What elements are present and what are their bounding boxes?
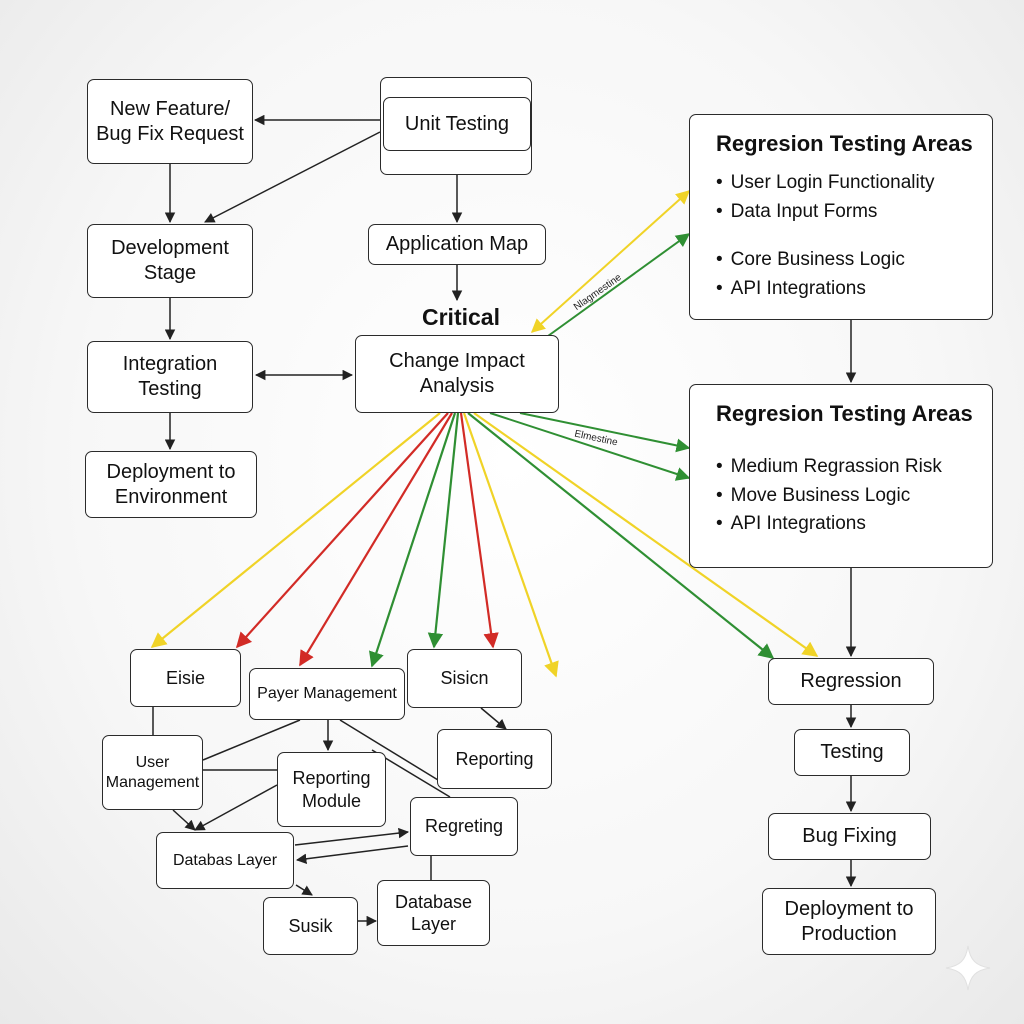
edge-fan-yellow-regression <box>473 412 819 657</box>
edge-databas-to-regreting <box>294 827 410 846</box>
edge-fan-green-sisicn <box>427 412 460 649</box>
sparkle-icon <box>945 945 991 991</box>
regression-areas-panel-top[interactable]: Regresion Testing Areas User Login Funct… <box>689 114 993 320</box>
edge-impact-to-panel-top-yellow <box>530 190 691 333</box>
payer-management-node[interactable]: Payer Management <box>249 668 405 720</box>
edge-module-to-databas <box>194 784 278 831</box>
edge-payer-to-user <box>202 719 301 761</box>
edge-fan-yellow-eisie <box>150 412 441 648</box>
deployment-production-node[interactable]: Deployment to Production <box>762 888 936 955</box>
reporting-module-node[interactable]: Reporting Module <box>277 752 386 827</box>
database-layer-node[interactable]: Database Layer <box>377 880 490 946</box>
regression-node[interactable]: Regression <box>768 658 934 705</box>
edge-databas-to-susik <box>295 884 313 896</box>
edge-fan-red-sisicn <box>459 412 499 649</box>
testing-node[interactable]: Testing <box>794 729 910 776</box>
list-item: Move Business Logic <box>716 482 966 511</box>
panel-middle-title: Regresion Testing Areas <box>716 401 973 426</box>
sisicn-node[interactable]: Sisicn <box>407 649 522 708</box>
edge-payer-to-reporting <box>339 719 439 781</box>
edge-impact-to-panel-top-green <box>547 233 691 337</box>
change-impact-analysis-node[interactable]: Change Impact Analysis <box>355 335 559 413</box>
panel-middle-list: Medium Regrassion Risk Move Business Log… <box>716 453 966 539</box>
eisie-node[interactable]: Eisie <box>130 649 241 707</box>
edge-fan-red-payer <box>299 412 453 667</box>
edge-unit-to-development <box>204 131 381 223</box>
development-stage-node[interactable]: Development Stage <box>87 224 253 298</box>
databas-layer-node[interactable]: Databas Layer <box>156 832 294 889</box>
user-management-node[interactable]: User Management <box>102 735 203 810</box>
list-item: Medium Regrassion Risk <box>716 453 966 482</box>
edge-fan-green-regression <box>467 412 775 659</box>
panel-top-title: Regresion Testing Areas <box>716 131 973 156</box>
list-item: Data Input Forms <box>716 198 966 227</box>
application-map-node[interactable]: Application Map <box>368 224 546 265</box>
unit-testing-node[interactable]: Unit Testing <box>383 97 531 151</box>
deployment-environment-node[interactable]: Deployment to Environment <box>85 451 257 518</box>
integration-testing-node[interactable]: Integration Testing <box>87 341 253 413</box>
regreting-node[interactable]: Regreting <box>410 797 518 856</box>
regression-areas-panel-middle[interactable]: Regresion Testing Areas Medium Regrassio… <box>689 384 993 568</box>
edge-fan-yellow-open <box>462 412 559 678</box>
edge-user-to-databas <box>172 809 196 831</box>
edge-impact-to-panel-middle-green-1 <box>519 412 691 453</box>
list-item: API Integrations <box>716 510 966 539</box>
edge-impact-to-panel-middle-green-2 <box>489 412 691 481</box>
list-item: Core Business Logic <box>716 246 966 275</box>
list-item: User Login Functionality <box>716 169 966 198</box>
panel-top-list: User Login Functionality Data Input Form… <box>716 169 966 303</box>
critical-label: Critical <box>422 304 500 330</box>
new-feature-request-node[interactable]: New Feature/ Bug Fix Request <box>87 79 253 164</box>
list-item: API Integrations <box>716 275 966 304</box>
edge-fan-red-eisie <box>235 412 449 649</box>
susik-node[interactable]: Susik <box>263 897 358 955</box>
reporting-node[interactable]: Reporting <box>437 729 552 789</box>
edge-regreting-to-databas <box>295 845 409 865</box>
edge-sisicn-to-reporting <box>480 707 507 730</box>
bug-fixing-node[interactable]: Bug Fixing <box>768 813 931 860</box>
edge-fan-green-payer <box>369 412 457 668</box>
